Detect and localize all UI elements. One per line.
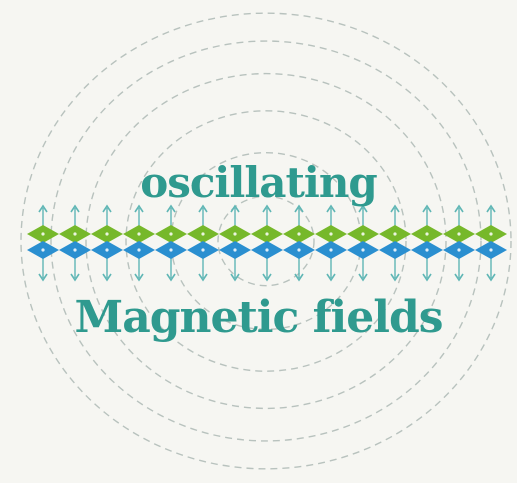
arrow-down-icon — [358, 273, 368, 282]
pole-mark — [105, 232, 109, 236]
pole-mark — [457, 248, 461, 252]
field-ring-4 — [85, 72, 447, 410]
arrow-down-icon — [294, 273, 304, 282]
field-ring-6 — [20, 12, 512, 470]
pole-mark — [137, 232, 141, 236]
pole-mark — [169, 248, 173, 252]
pole-mark — [297, 232, 301, 236]
label-magnetic-fields: Magnetic fields — [74, 292, 443, 343]
pole-mark — [201, 248, 205, 252]
magnet-chain — [27, 225, 507, 259]
arrow-up-icon — [102, 204, 112, 213]
arrow-up-icon — [454, 204, 464, 213]
field-line-rings — [20, 12, 512, 470]
arrow-up-icon — [166, 204, 176, 213]
arrow-up-icon — [230, 204, 240, 213]
arrow-up-icon — [294, 204, 304, 213]
pole-mark — [361, 248, 365, 252]
pole-mark — [489, 248, 493, 252]
arrow-down-icon — [70, 273, 80, 282]
field-ring-3 — [125, 110, 407, 372]
arrow-up-icon — [326, 204, 336, 213]
label-oscillating: oscillating — [140, 158, 378, 207]
arrow-down-icon — [486, 273, 496, 282]
arrow-up-icon — [358, 204, 368, 213]
arrow-down-icon — [262, 273, 272, 282]
pole-mark — [425, 232, 429, 236]
arrow-up-icon — [38, 204, 48, 213]
field-arrows — [38, 204, 496, 282]
arrow-up-icon — [198, 204, 208, 213]
arrow-down-icon — [230, 273, 240, 282]
arrow-down-icon — [38, 273, 48, 282]
pole-mark — [41, 232, 45, 236]
arrow-up-icon — [486, 204, 496, 213]
arrow-up-icon — [134, 204, 144, 213]
pole-mark — [265, 248, 269, 252]
pole-mark — [329, 232, 333, 236]
arrow-down-icon — [326, 273, 336, 282]
pole-mark — [457, 232, 461, 236]
pole-mark — [393, 232, 397, 236]
pole-mark — [425, 248, 429, 252]
arrow-down-icon — [166, 273, 176, 282]
pole-mark — [329, 248, 333, 252]
arrow-up-icon — [390, 204, 400, 213]
arrow-up-icon — [70, 204, 80, 213]
arrow-down-icon — [198, 273, 208, 282]
pole-mark — [73, 232, 77, 236]
pole-mark — [393, 248, 397, 252]
field-ring-5 — [50, 40, 482, 442]
pole-mark — [201, 232, 205, 236]
pole-mark — [233, 248, 237, 252]
pole-mark — [137, 248, 141, 252]
arrow-down-icon — [390, 273, 400, 282]
pole-mark — [489, 232, 493, 236]
pole-mark — [73, 248, 77, 252]
arrow-down-icon — [134, 273, 144, 282]
arrow-down-icon — [454, 273, 464, 282]
arrow-down-icon — [422, 273, 432, 282]
pole-mark — [233, 232, 237, 236]
pole-mark — [105, 248, 109, 252]
pole-mark — [169, 232, 173, 236]
pole-mark — [265, 232, 269, 236]
arrow-down-icon — [102, 273, 112, 282]
pole-mark — [41, 248, 45, 252]
pole-mark — [297, 248, 301, 252]
arrow-up-icon — [422, 204, 432, 213]
arrow-up-icon — [262, 204, 272, 213]
field-ring-1 — [217, 195, 315, 287]
pole-mark — [361, 232, 365, 236]
